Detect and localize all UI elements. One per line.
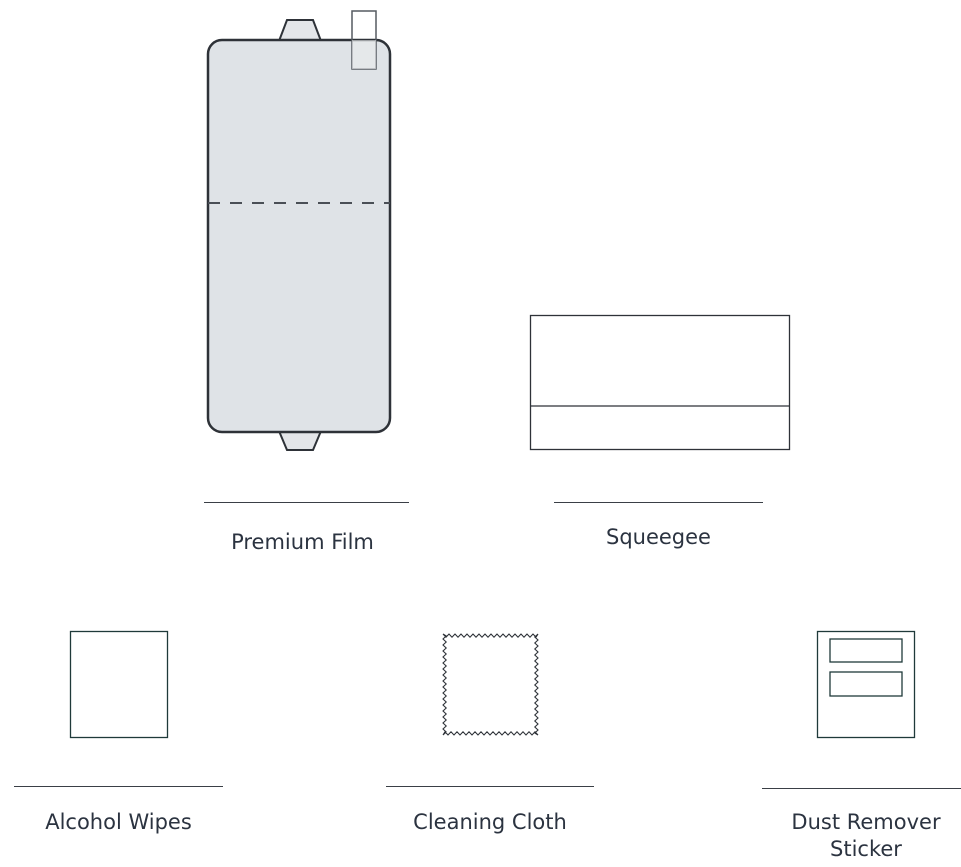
film-bottom-tab: [277, 430, 323, 451]
film-body: [206, 38, 392, 434]
squeegee-illustration: [529, 314, 791, 451]
cleaning-cloth-rule: [386, 786, 594, 787]
cleaning-cloth-label: Cleaning Cloth: [413, 810, 567, 834]
premium-film-illustration: [206, 10, 392, 451]
dust-remover-sticker-rule: [762, 788, 961, 789]
squeegee-rule: [554, 502, 763, 503]
alcohol-wipes-illustration: [69, 630, 169, 739]
alcohol-wipes-rule: [14, 786, 223, 787]
dust-remover-sticker-illustration: [816, 630, 916, 739]
premium-film-label: Premium Film: [231, 530, 374, 554]
alcohol-wipes-label: Alcohol Wipes: [45, 810, 192, 834]
dust-remover-sticker-label: Dust Remover Sticker: [791, 810, 941, 861]
premium-film-rule: [204, 502, 409, 503]
film-top-tab: [277, 19, 323, 42]
squeegee-label: Squeegee: [606, 525, 711, 549]
cleaning-cloth-illustration: [442, 633, 539, 736]
